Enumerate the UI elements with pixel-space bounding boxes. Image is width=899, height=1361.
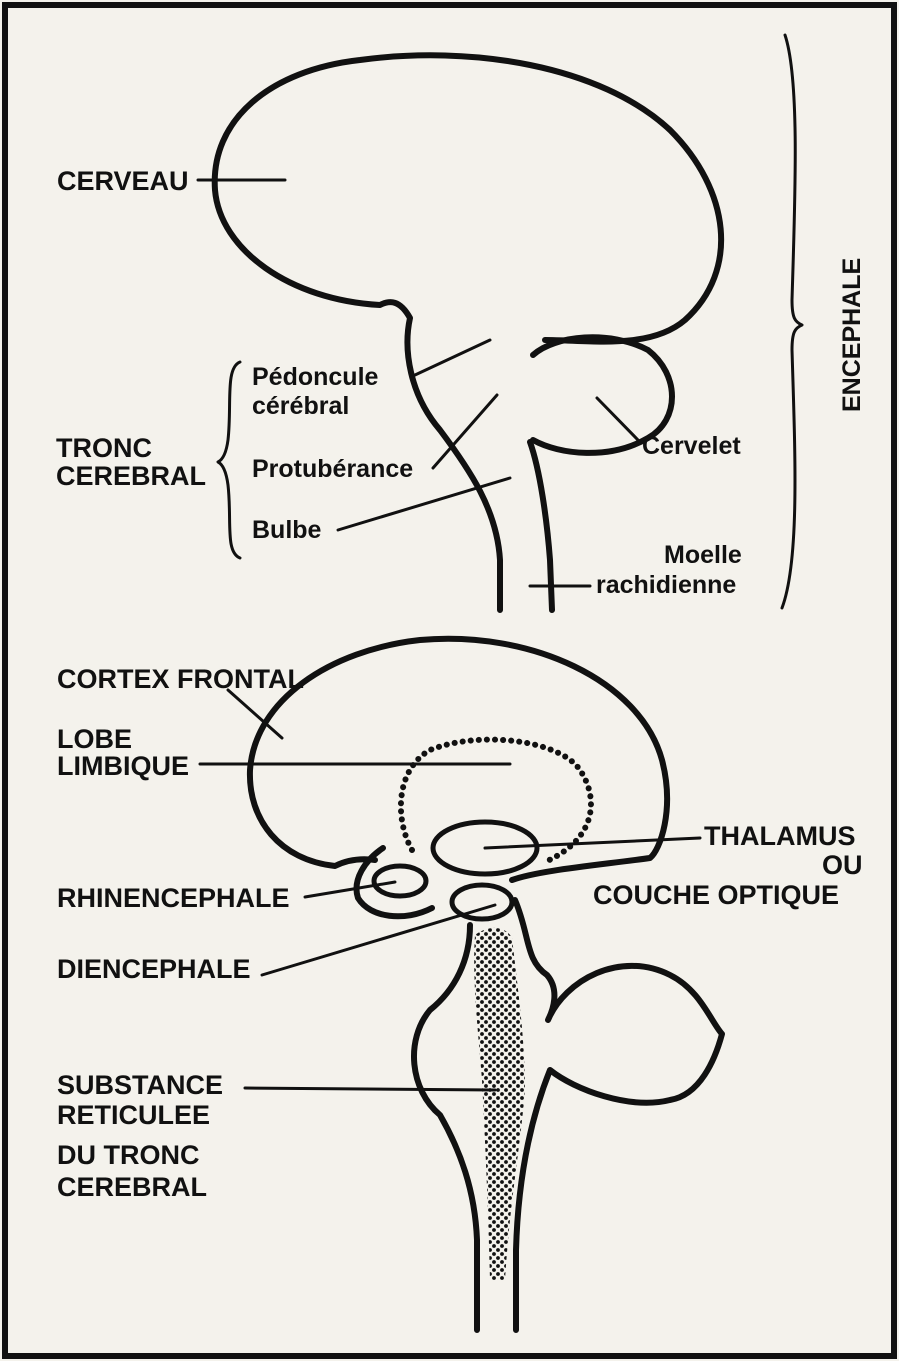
substance-label-line4: CEREBRAL xyxy=(57,1172,207,1202)
thalamus-label-line2: OU xyxy=(822,850,863,880)
substance-label-line1: SUBSTANCE xyxy=(57,1070,223,1100)
encephale-brace xyxy=(782,35,802,608)
moelle-label-line2: rachidienne xyxy=(596,571,736,599)
rhinencephale-oval xyxy=(374,866,426,896)
tronc-brace xyxy=(218,362,240,558)
lobe-limbique-label-line2: LIMBIQUE xyxy=(57,751,189,781)
cerveau-label: CERVEAU xyxy=(57,166,189,196)
moelle-label-line1: Moelle xyxy=(664,541,742,569)
thalamus-label-line3: COUCHE OPTIQUE xyxy=(593,880,839,910)
tronc-label-line2: CEREBRAL xyxy=(56,461,206,491)
rhinencephale-label: RHINENCEPHALE xyxy=(57,883,290,913)
diencephale-label: DIENCEPHALE xyxy=(57,954,251,984)
cortex-frontal-label: CORTEX FRONTAL xyxy=(57,664,304,694)
cervelet-label: Cervelet xyxy=(642,432,741,460)
substance-label-line3: DU TRONC xyxy=(57,1140,200,1170)
substance-label-line2: RETICULEE xyxy=(57,1100,210,1130)
bulbe-label: Bulbe xyxy=(252,516,322,544)
pedoncule-label-line1: Pédoncule xyxy=(252,363,379,391)
substance-leader xyxy=(245,1088,495,1090)
thalamus-label-line1: THALAMUS xyxy=(704,821,855,851)
tronc-label-line1: TRONC xyxy=(56,433,152,463)
protuberance-label: Protubérance xyxy=(252,455,413,483)
encephale-label: ENCEPHALE xyxy=(838,258,866,412)
cervelet-leader xyxy=(597,398,638,440)
lobe-limbique-label-line1: LOBE xyxy=(57,724,132,754)
pedoncule-leader xyxy=(415,340,490,375)
thalamus-leader xyxy=(485,838,700,848)
pedoncule-label-line2: cérébral xyxy=(252,392,349,420)
